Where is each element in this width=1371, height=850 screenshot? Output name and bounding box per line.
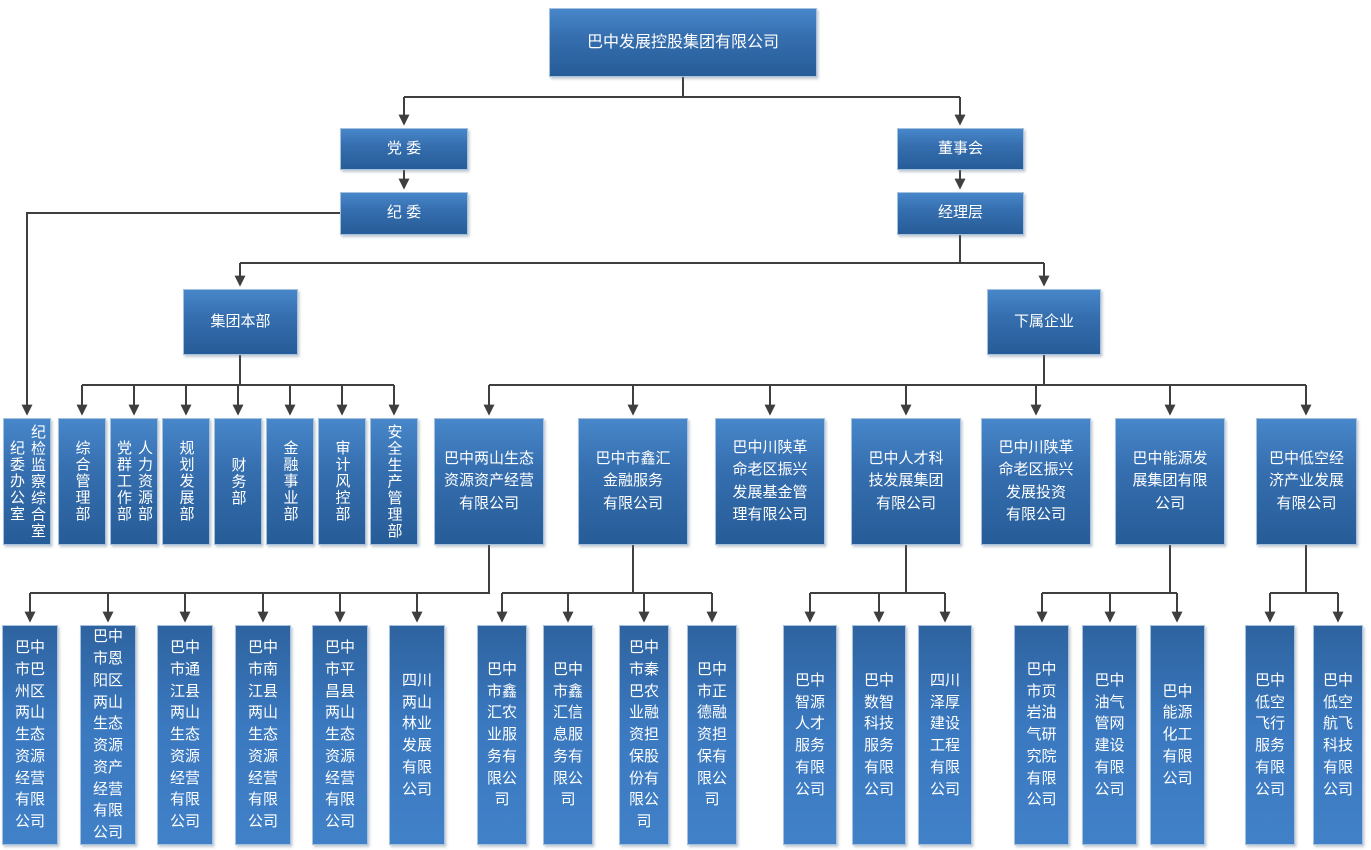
leaf-nanjiang-liangshan: 巴中 市南 江县 两山 生态 资源 经营 有限 公司 (235, 625, 291, 845)
leaf-tongjiang-liangshan: 巴中 市通 江县 两山 生态 资源 经营 有限 公司 (157, 625, 213, 845)
leaf-zhengde-guarantee: 巴中 市正 德融 资担 保有 限公 司 (687, 625, 737, 845)
sub-chuanshan-investment: 巴中川陕革 命老区振兴 发展投资 有限公司 (981, 418, 1091, 545)
leaf-low-altitude-aviation-tech: 巴中 低空 航飞 科技 有限 公司 (1313, 625, 1363, 845)
leaf-shuzhi-tech-services: 巴中 数智 科技 服务 有限 公司 (852, 625, 906, 845)
org-node-board-of-directors: 董事会 (897, 128, 1024, 170)
connector-group (21, 77, 1344, 623)
dept-finance: 财务部 (214, 418, 262, 545)
leaf-low-altitude-flight-services: 巴中 低空 飞行 服务 有限 公司 (1245, 625, 1295, 845)
leaf-xinhui-information-services: 巴中 市鑫 汇信 息服 务有 限公 司 (543, 625, 593, 845)
org-node-subsidiaries-header: 下属企业 (987, 289, 1101, 355)
org-node-discipline-committee: 纪 委 (340, 192, 468, 235)
sub-chuanshan-fund-management: 巴中川陕革 命老区振兴 发展基金管 理有限公司 (715, 418, 825, 545)
dept-general-management: 综合管理部 (58, 418, 106, 545)
dept-discipline-inspection-office: 纪检监察综合室 纪委办公室 (3, 418, 51, 545)
leaf-xinhui-agriculture-services: 巴中 市鑫 汇农 业服 务有 限公 司 (477, 625, 527, 845)
leaf-zehou-construction: 四川 泽厚 建设 工程 有限 公司 (918, 625, 972, 845)
leaf-pingchang-liangshan: 巴中 市平 昌县 两山 生态 资源 经营 有限 公司 (312, 625, 368, 845)
org-node-management-team: 经理层 (897, 192, 1024, 235)
sub-liangshan-eco-assets: 巴中两山生态 资源资产经营 有限公司 (434, 418, 544, 545)
leaf-bazhou-liangshan: 巴中 市巴 州区 两山 生态 资源 经营 有限 公司 (2, 625, 58, 845)
sub-low-altitude-economy: 巴中低空经 济产业发展 有限公司 (1256, 418, 1357, 545)
leaf-sichuan-liangshan-forestry: 四川 两山 林业 发展 有限 公司 (389, 625, 445, 845)
sub-energy-group: 巴中能源发 展集团有限 公司 (1115, 418, 1225, 545)
leaf-zhiyuan-talent-services: 巴中 智源 人才 服务 有限 公司 (783, 625, 837, 845)
dept-financial-business: 金融事业部 (266, 418, 314, 545)
dept-hr-and-party-work: 人力资源部 党群工作部 (110, 418, 158, 545)
sub-xinhui-financial-services: 巴中市鑫汇 金融服务 有限公司 (578, 418, 688, 545)
leaf-enyang-liangshan: 巴中 市恩 阳区 两山 生态 资源 资产 经营 有限 公司 (80, 625, 136, 845)
org-node-headquarters: 集团本部 (183, 289, 298, 355)
leaf-gas-pipeline-construction: 巴中 油气 管网 建设 有限 公司 (1082, 625, 1137, 845)
leaf-shale-gas-institute: 巴中 市页 岩油 气研 究院 有限 公司 (1014, 625, 1069, 845)
leaf-energy-chemical: 巴中 能源 化工 有限 公司 (1150, 625, 1205, 845)
sub-talent-tech-group: 巴中人才科 技发展集团 有限公司 (851, 418, 961, 545)
dept-safety-production: 安全生产管理部 (370, 418, 418, 545)
dept-planning-development: 规划发展部 (162, 418, 210, 545)
org-node-party-committee: 党 委 (340, 128, 468, 170)
dept-audit-risk-control: 审计风控部 (318, 418, 366, 545)
org-node-root: 巴中发展控股集团有限公司 (549, 8, 817, 77)
leaf-qinba-agricultural-guarantee: 巴中 市秦 巴农 业融 资担 保股 份有 限公 司 (619, 625, 669, 845)
